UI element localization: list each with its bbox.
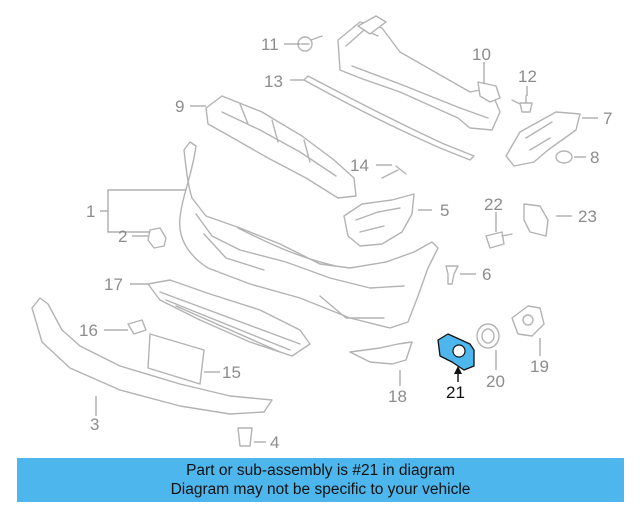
info-banner: Part or sub-assembly is #21 in diagram D… [17,458,624,502]
part-1-bumper-cover [179,141,439,329]
part-3-lower-spoiler [31,297,273,415]
part-23-bracket [523,203,549,237]
callout-8: 8 [590,148,599,167]
part-4-bolt [237,427,253,447]
callout-21: 21 [446,383,465,402]
callout-23: 23 [578,207,597,226]
part-18-trim [349,341,413,365]
callout-16: 16 [79,321,98,340]
part-6-clip [445,265,459,285]
banner-line-2: Diagram may not be specific to your vehi… [170,481,471,498]
part-11-bolt [297,35,323,52]
parts-diagram: 11 10 12 13 9 7 8 14 1 22 5 23 2 6 17 16… [31,15,612,452]
callout-7: 7 [603,109,612,128]
callout-1: 1 [86,202,95,221]
part-19-sensor [511,305,545,337]
callout-12: 12 [518,67,537,86]
part-21-bracket[interactable] [437,333,475,371]
callout-18: 18 [388,387,407,406]
callout-10: 10 [472,45,491,64]
part-5-bracket [343,193,415,247]
part-2-sensor [147,227,167,249]
callout-4: 4 [270,433,279,452]
callout-5: 5 [440,201,449,220]
callout-22: 22 [484,195,503,214]
part-16-clip [127,319,147,335]
part-12-bolt [511,95,533,113]
callout-11: 11 [261,35,279,54]
part-22-sensor [485,231,513,249]
callout-15: 15 [222,363,241,382]
callout-3: 3 [90,415,99,434]
part-17-grille [147,279,311,357]
part-10-reinforcement-beam [337,15,501,131]
callout-13: 13 [264,72,283,91]
part-20-ring [476,323,500,349]
callout-14: 14 [350,156,369,175]
callout-2: 2 [118,227,127,246]
part-7-bracket [505,111,581,167]
callout-labels: 11 10 12 13 9 7 8 14 1 22 5 23 2 6 17 16… [79,35,612,452]
callout-9: 9 [175,97,184,116]
part-8-clip [555,150,573,164]
banner-line-1: Part or sub-assembly is #21 in diagram [186,462,455,479]
part-13-strip [303,75,475,161]
callout-20: 20 [486,372,505,391]
part-9-absorber [205,95,357,199]
callout-19: 19 [530,357,549,376]
part-14-bolt [381,165,407,179]
callout-6: 6 [482,265,491,284]
leader-lines [95,43,598,443]
part-15-plate-bracket [147,333,205,385]
callout-17: 17 [104,275,123,294]
